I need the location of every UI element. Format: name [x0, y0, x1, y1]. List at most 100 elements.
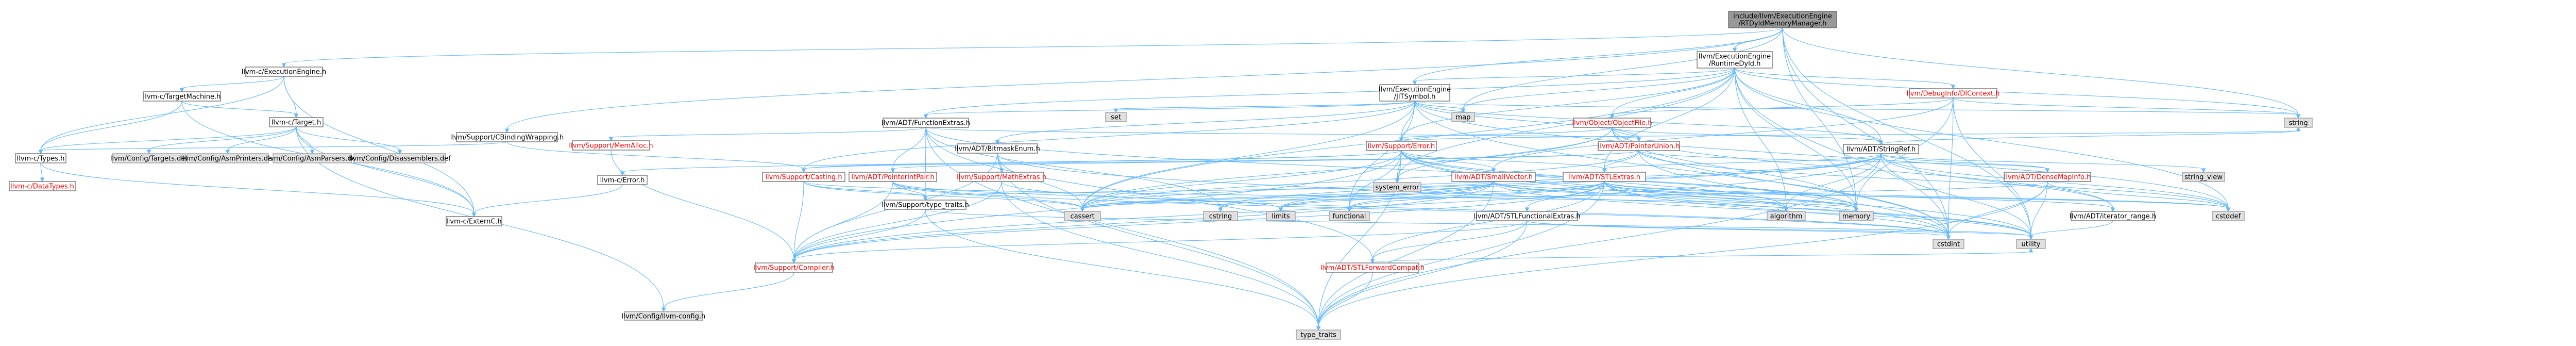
node-llvm-adt-stlforwardcompat-h[interactable]: llvm/ADT/STLForwardCompat.h [1320, 262, 1425, 273]
node-string-view[interactable]: string_view [2182, 172, 2225, 182]
node-llvm-c-types-h[interactable]: llvm-c/Types.h [15, 153, 66, 163]
node-memory[interactable]: memory [1839, 211, 1874, 221]
node-llvm-c-executionengine-h[interactable]: llvm-c/ExecutionEngine.h [242, 67, 327, 77]
node-llvm-support-error-h[interactable]: llvm/Support/Error.h [1366, 141, 1437, 151]
node-box [755, 262, 833, 273]
edge-types-to-externc [40, 162, 477, 218]
node-llvm-config-disassemblers-def[interactable]: llvm/Config/Disassemblers.def [349, 153, 451, 163]
node-box [1296, 329, 1341, 340]
node-label: llvm/ADT/DenseMapInfo.h [2004, 174, 2091, 182]
edge-rtdyld-to-diinfo [1734, 68, 1956, 90]
node-system-error[interactable]: system_error [1373, 182, 1421, 192]
node-llvm-adt-pointerintpair-h[interactable]: llvm/ADT/PointerIntPair.h [849, 172, 937, 182]
edge-strref-to-cstddef [1880, 153, 2231, 212]
node-llvm-config-targets-def[interactable]: llvm/Config/Targets.def [110, 153, 188, 163]
node-box [2284, 118, 2313, 128]
node-llvm-adt-smallvector-h[interactable]: llvm/ADT/SmallVector.h [1451, 172, 1536, 182]
node-llvm-executionengine-jitsymbol-h[interactable]: llvm/ExecutionEngine/JITSymbol.h [1379, 84, 1451, 102]
node-set[interactable]: set [1105, 112, 1127, 122]
node-llvm-config-asmprinters-def[interactable]: llvm/Config/AsmPrinters.def [181, 153, 275, 163]
node-llvm-adt-bitmaskenum-h[interactable]: llvm/ADT/BitmaskEnum.h [955, 143, 1040, 154]
node-include-llvm-executionengine-rtdyldmemorymanager-h[interactable]: include/llvm/ExecutionEngine/RTDyldMemor… [1728, 11, 1837, 28]
node-label: memory [1842, 213, 1871, 221]
node-label: llvm/Support/CBindingWrapping.h [450, 134, 564, 142]
node-llvm-support-compiler-h[interactable]: llvm/Support/Compiler.h [753, 262, 835, 273]
edge-objfile-to-ptrunion [1612, 127, 1641, 142]
edge-stlfn-to-cstdint [1527, 220, 1951, 240]
node-llvm-executionengine-runtimedyld-h[interactable]: llvm/ExecutionEngine/RuntimeDyld.h [1697, 51, 1773, 69]
node-label: llvm/ADT/STLForwardCompat.h [1320, 265, 1425, 272]
edge-rtdyld-to-strref [1734, 68, 1884, 145]
node-llvm-adt-stlfunctionalextras-h[interactable]: llvm/ADT/STLFunctionalExtras.h [1474, 211, 1581, 221]
node-box [1451, 172, 1536, 182]
node-cstdint[interactable]: cstdint [1933, 239, 1964, 249]
node-llvm-adt-stlextras-h[interactable]: llvm/ADT/STLExtras.h [1563, 172, 1646, 182]
node-label: llvm/ADT/PointerUnion.h [1598, 143, 1680, 151]
node-llvm-c-externc-h[interactable]: llvm-c/ExternC.h [446, 216, 502, 226]
node-label: include/llvm/ExecutionEngine [1733, 13, 1832, 21]
node-llvm-c-target-h[interactable]: llvm-c/Target.h [269, 117, 324, 127]
edge-compiler-to-llvmconfig [661, 272, 794, 312]
edge-densemap-to-cstdint [1946, 181, 2048, 240]
node-llvm-debuginfo-dicontext-h[interactable]: llvm/DebugInfo/DIContext.h [1907, 88, 2000, 98]
edge-diinfo-to-memory [1854, 97, 1954, 212]
node-llvm-object-objectfile-h[interactable]: llvm/Object/ObjectFile.h [1572, 118, 1652, 128]
edge-jitsym-to-casting [801, 101, 1415, 173]
node-llvm-adt-pointerunion-h[interactable]: llvm/ADT/PointerUnion.h [1598, 141, 1680, 151]
node-map[interactable]: map [1451, 112, 1475, 122]
node-label: llvm/ADT/FunctionExtras.h [882, 120, 970, 127]
node-box [456, 132, 558, 142]
node-string[interactable]: string [2284, 118, 2313, 128]
node-llvm-support-cbindingwrapping-h[interactable]: llvm/Support/CBindingWrapping.h [450, 132, 564, 142]
node-label: llvm/Support/Compiler.h [753, 265, 834, 272]
node-box [2071, 211, 2155, 221]
node-llvm-adt-densemapinfo-h[interactable]: llvm/ADT/DenseMapInfo.h [2004, 172, 2091, 182]
node-llvm-adt-iterator-range-h[interactable]: llvm/ADT/iterator_range.h [2070, 211, 2156, 221]
node-label: llvm/ADT/STLExtras.h [1568, 174, 1640, 182]
edge-objfile-to-serror [1399, 127, 1613, 142]
edge-stlext-to-typetr [1316, 181, 1605, 331]
node-label: llvm-c/Types.h [17, 155, 65, 163]
node-llvm-adt-stringref-h[interactable]: llvm/ADT/StringRef.h [1843, 144, 1919, 154]
node-utility[interactable]: utility [2016, 239, 2046, 249]
node-cassert[interactable]: cassert [1064, 211, 1101, 221]
node-llvm-config-asmparsers-def[interactable]: llvm/Config/AsmParsers.def [266, 153, 359, 163]
node-box [1697, 51, 1773, 69]
node-label: string [2289, 120, 2308, 127]
node-box [187, 153, 269, 163]
edge-serror-to-typetr [1316, 150, 1402, 331]
node-functional[interactable]: functional [1329, 211, 1370, 221]
node-label: llvm/Config/Targets.def [110, 155, 188, 163]
edge-root-to-cbw [504, 27, 1783, 134]
edge-stlext-to-stlfwd [1370, 181, 1605, 264]
edge-target-to-asmprinters [225, 126, 297, 155]
node-limits[interactable]: limits [1266, 211, 1296, 221]
node-box [273, 153, 352, 163]
node-box [2212, 211, 2245, 221]
node-label: llvm/Config/AsmPrinters.def [181, 155, 275, 163]
node-box [9, 181, 76, 191]
node-label: llvm/Support/Error.h [1368, 143, 1435, 151]
node-cstddef[interactable]: cstddef [2212, 211, 2245, 221]
node-llvm-c-error-h[interactable]: llvm-c/Error.h [597, 175, 648, 185]
edge-memalloc-to-compiler [611, 150, 796, 264]
node-label: llvm/Config/Disassemblers.def [349, 155, 451, 163]
node-cstring[interactable]: cstring [1203, 211, 1238, 221]
edge-target-to-asmparsers [296, 126, 315, 155]
node-llvm-support-memalloc-h[interactable]: llvm/Support/MemAlloc.h [569, 140, 653, 151]
node-llvm-support-type-traits-h[interactable]: llvm/Support/type_traits.h [882, 200, 969, 210]
node-type-traits[interactable]: type_traits [1296, 329, 1341, 340]
node-llvm-support-casting-h[interactable]: llvm/Support/Casting.h [762, 172, 845, 182]
node-llvm-support-mathextras-h[interactable]: llvm/Support/MathExtras.h [957, 172, 1046, 182]
node-label: llvm/Support/MathExtras.h [957, 174, 1046, 182]
node-label: cstdint [1937, 241, 1960, 249]
node-llvm-c-datatypes-h[interactable]: llvm-c/DataTypes.h [9, 181, 76, 191]
node-llvm-adt-functionextras-h[interactable]: llvm/ADT/FunctionExtras.h [882, 118, 970, 128]
node-box [1839, 211, 1874, 221]
node-llvm-config-llvm-config-h[interactable]: llvm/Config/llvm-config.h [622, 311, 705, 321]
node-llvm-c-targetmachine-h[interactable]: llvm-c/TargetMachine.h [143, 91, 221, 102]
node-algorithm[interactable]: algorithm [1767, 211, 1806, 221]
edge-densemap-to-cassert [1080, 181, 2048, 212]
node-box [762, 172, 845, 182]
